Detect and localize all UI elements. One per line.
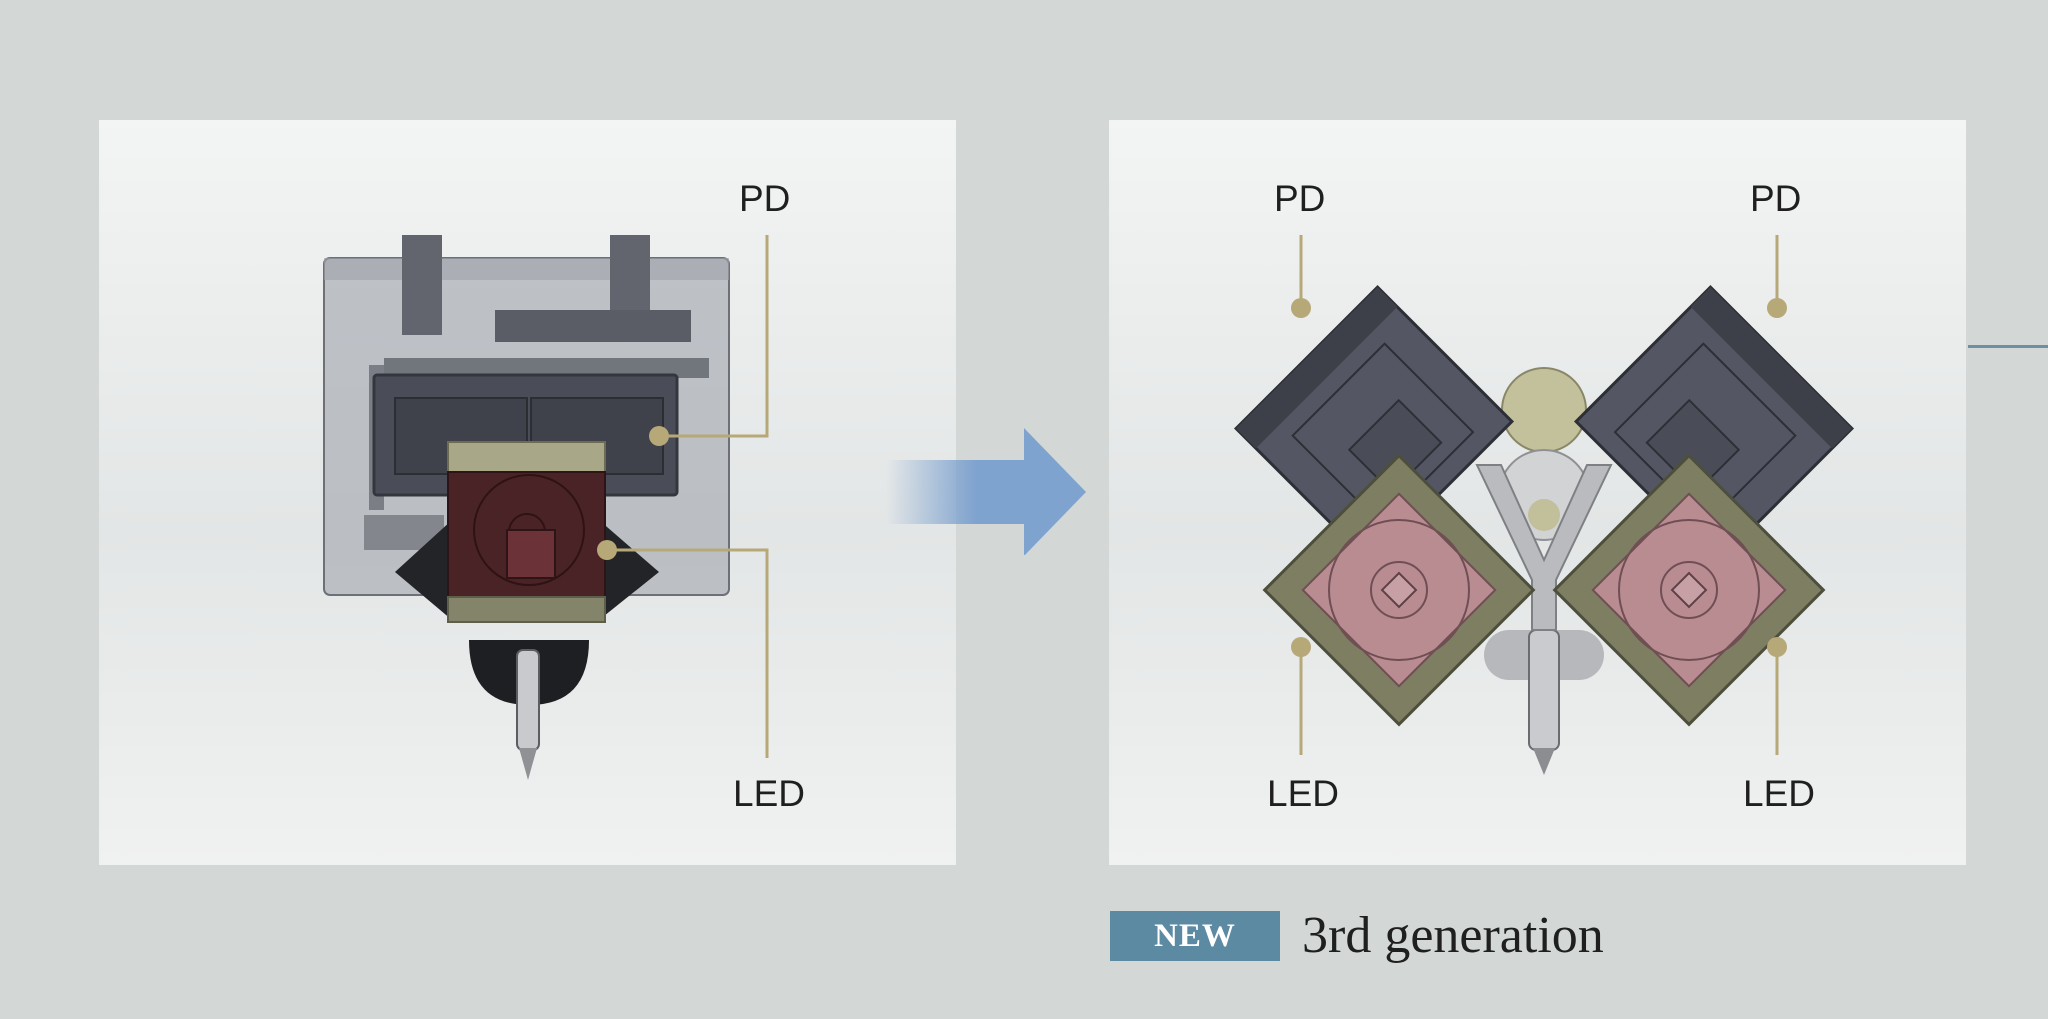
bracket-top (384, 358, 709, 378)
pd-right-label: PD (1750, 178, 1802, 219)
center-hole (1528, 499, 1560, 531)
led-leader-line (607, 548, 769, 758)
center-cap (1501, 367, 1587, 453)
stylus-tip (519, 748, 537, 780)
led-block-left (1262, 453, 1536, 727)
led-lens (473, 474, 585, 586)
y-frame (1475, 464, 1613, 631)
caption: NEW 3rd generation (1110, 908, 1604, 964)
led-block-right (1552, 453, 1826, 727)
caption-text: 3rd generation (1302, 907, 1604, 964)
pd-leader-line (659, 235, 769, 438)
top-bar (495, 310, 691, 342)
tab-left (402, 235, 442, 335)
third-generation-panel: PD PD LED LED (1109, 120, 1966, 865)
pd-label: PD (739, 178, 791, 219)
previous-sensor-drawing (323, 235, 769, 780)
edge-connector-line (1968, 345, 2048, 348)
led-right-label: LED (1743, 773, 1815, 814)
stylus-shaft (1528, 629, 1560, 751)
pd-left-leader-dot (1291, 298, 1311, 318)
pd-block-left (1233, 284, 1515, 566)
led-label: LED (733, 773, 805, 814)
pd-right-leader-dot (1767, 298, 1787, 318)
pd-leader-dot (649, 426, 669, 446)
new-badge: NEW (1110, 911, 1280, 961)
led-die (506, 529, 556, 579)
stylus-shaft (516, 649, 540, 751)
third-generation-drawing (1233, 235, 1855, 775)
led-base (447, 596, 606, 623)
previous-sensor-panel: PD LED (99, 120, 956, 865)
housing-top-rim (324, 258, 729, 280)
pd-left-label: PD (1274, 178, 1326, 219)
stylus-tip (1533, 748, 1555, 775)
led-cap (447, 441, 606, 475)
transition-arrow-icon (886, 428, 1086, 555)
led-leader-dot (597, 540, 617, 560)
led-right-leader-dot (1767, 637, 1787, 657)
led-left-label: LED (1267, 773, 1339, 814)
led-left-leader-dot (1291, 637, 1311, 657)
pd-block-right (1573, 284, 1855, 566)
